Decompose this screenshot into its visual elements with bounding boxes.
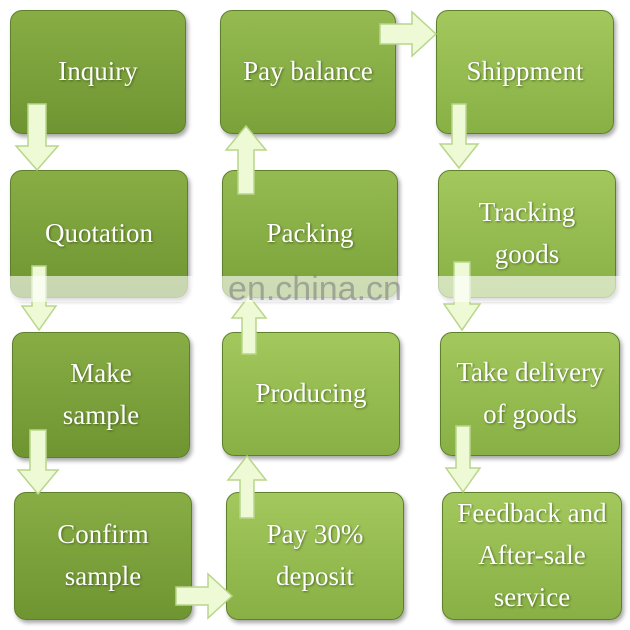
step-quotation-label: Quotation <box>45 218 153 249</box>
step-pay-deposit: Pay 30% deposit <box>226 492 404 620</box>
step-shippment-label: Shippment <box>466 56 584 87</box>
step-producing: Producing <box>222 332 400 456</box>
step-pay-balance: Pay balance <box>220 10 396 134</box>
step-make-sample-label: Make sample <box>62 358 140 430</box>
step-inquiry-label: Inquiry <box>58 56 138 87</box>
step-inquiry: Inquiry <box>10 10 186 134</box>
step-confirm-sample: Confirm sample <box>14 492 192 620</box>
step-feedback-label: Feedback and After-sale service <box>457 498 607 612</box>
step-packing-label: Packing <box>266 218 354 249</box>
step-feedback: Feedback and After-sale service <box>442 492 622 620</box>
step-producing-label: Producing <box>255 378 367 409</box>
step-shippment: Shippment <box>436 10 614 134</box>
step-make-sample: Make sample <box>12 332 190 458</box>
step-take-delivery: Take delivery of goods <box>440 332 620 456</box>
step-confirm-sample-label: Confirm sample <box>57 519 149 591</box>
step-pay-balance-label: Pay balance <box>243 56 373 87</box>
step-take-delivery-label: Take delivery of goods <box>456 357 604 429</box>
watermark-text: en.china.cn <box>228 270 402 308</box>
watermark-band <box>0 276 630 302</box>
step-pay-deposit-label: Pay 30% deposit <box>266 519 364 591</box>
step-tracking-goods-label: Tracking goods <box>478 197 576 269</box>
